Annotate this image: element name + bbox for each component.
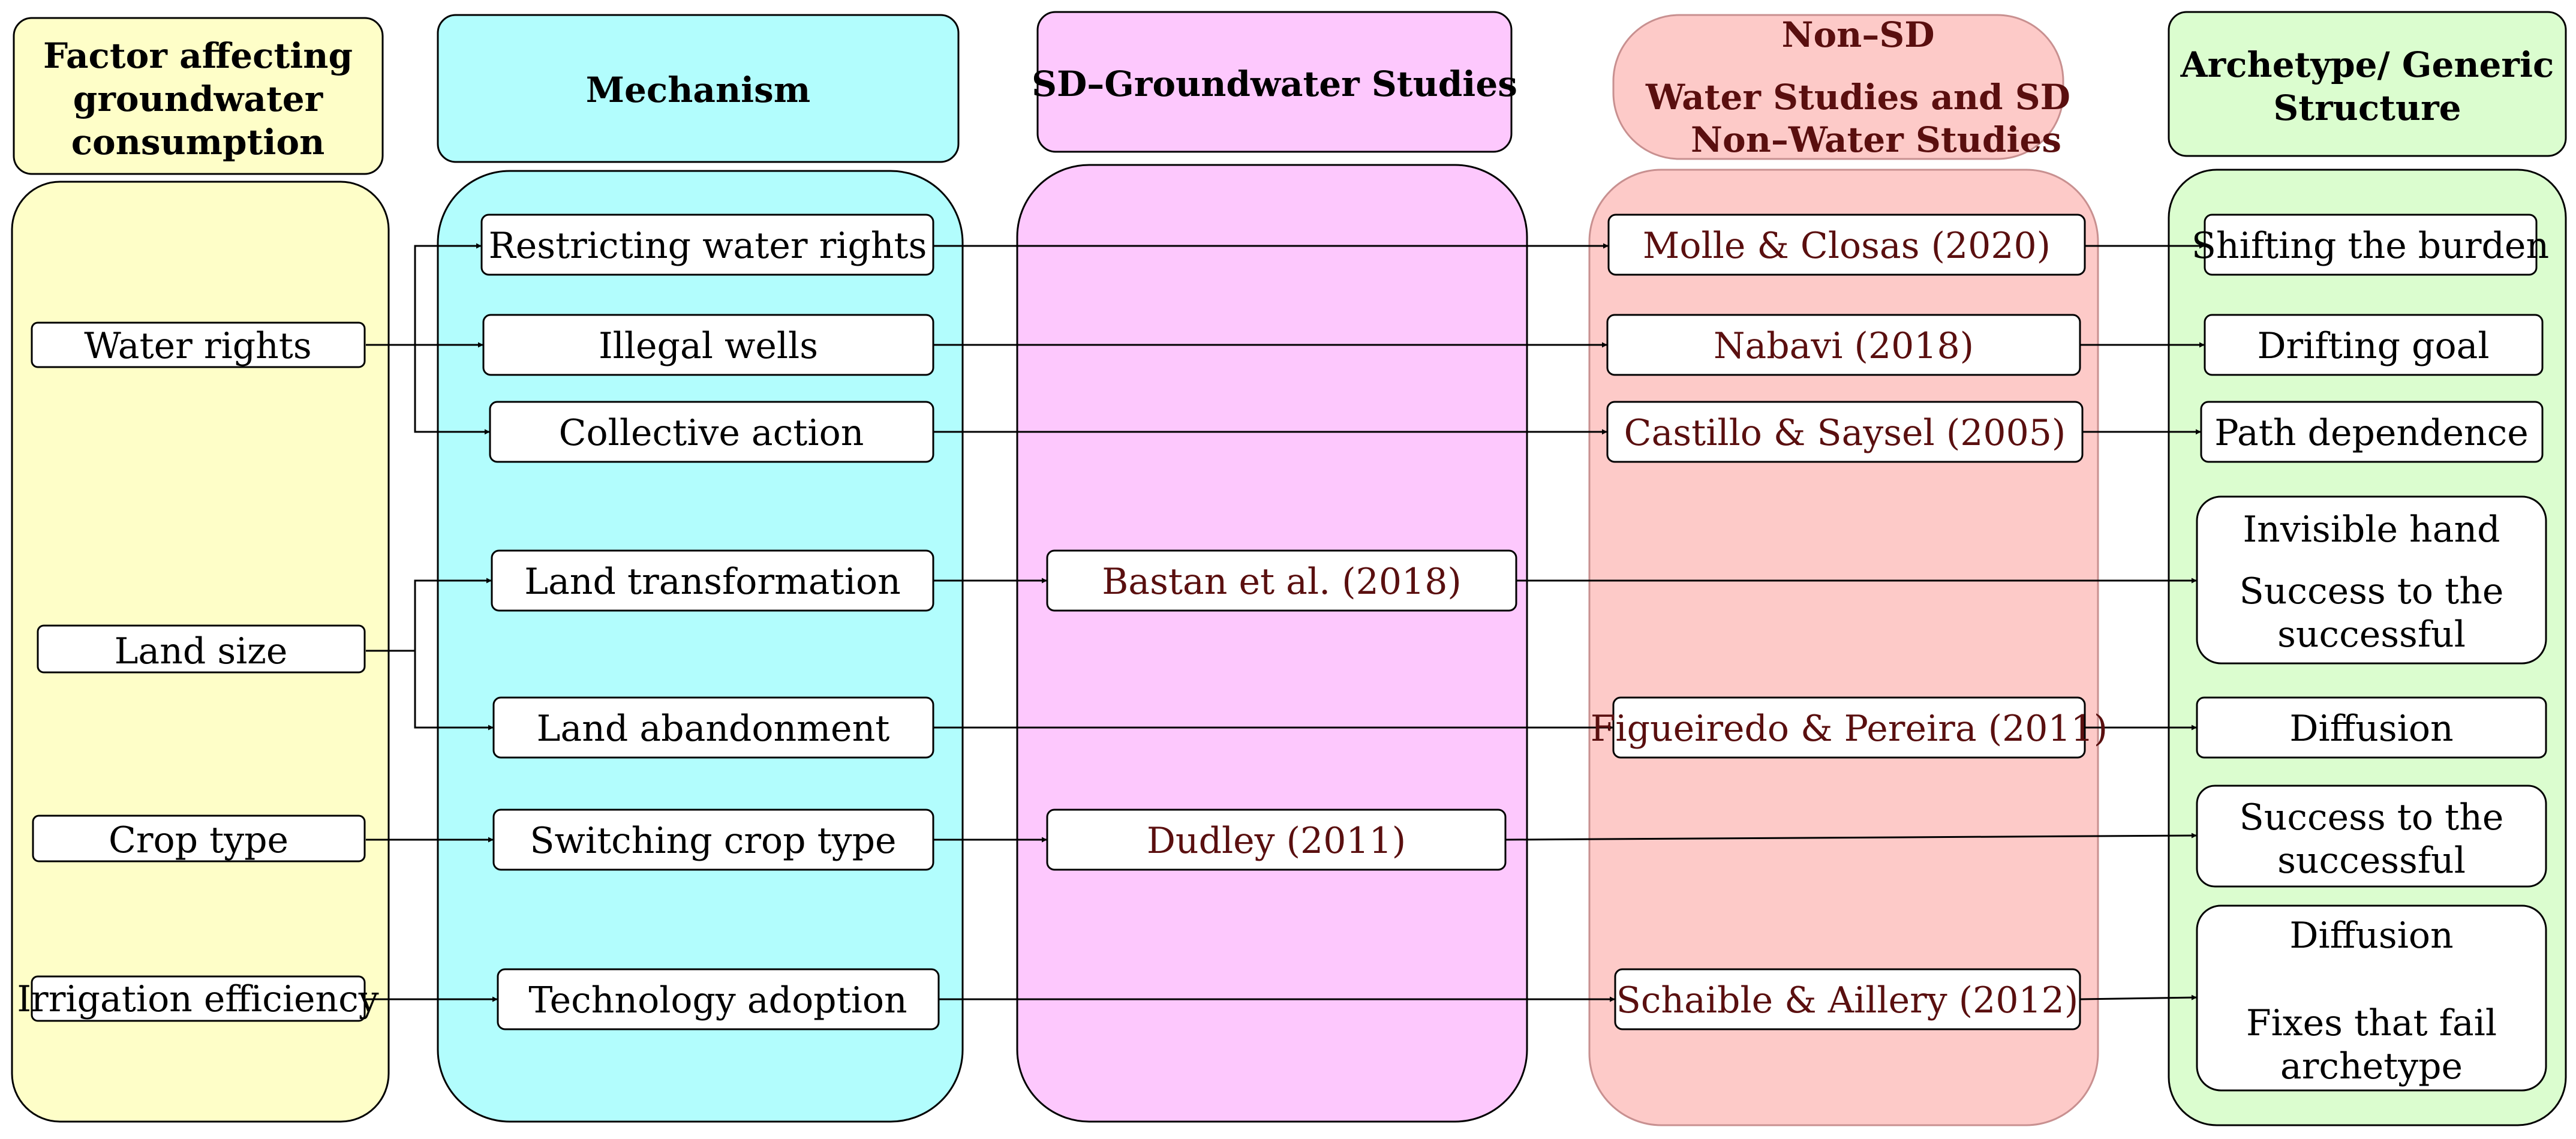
non-sd-study-node-nabavi: Nabavi (2018) [1606,314,2081,376]
mechanism-technology-label: Technology adoption [528,979,907,1021]
sd-groundwater-header: SD–Groundwater Studies [1032,64,1517,104]
archetype-node-success: Success to the successful [2196,785,2547,888]
archetype-diffusion-label: Diffusion [2289,708,2453,750]
non-sd-study-node-figueiredo: Figueiredo & Pereira (2011) [1591,696,2108,759]
non-sd-study-figueiredo-label: Figueiredo & Pereira (2011) [1591,708,2108,750]
mechanism-collective-label: Collective action [559,412,864,454]
archetype-node-diffusion: Diffusion [2196,696,2547,759]
archetype-fixes-line-4: archetype [2280,1045,2463,1087]
archetype-node-drifting: Drifting goal [2204,314,2544,376]
sd-groundwater-header-box [1036,11,1513,153]
non-sd-header-box [1612,14,2064,160]
archetype-header-line-2: Structure [2273,88,2461,128]
mechanism-node-land-transform: Land transformation [491,549,934,612]
factor-land-size-label: Land size [115,630,288,672]
mechanism-land-transform-label: Land transformation [524,561,900,603]
archetype-invisible-line-1: Invisible hand [2243,509,2500,551]
mechanism-switching-label: Switching crop type [530,820,896,862]
non-sd-study-castillo-label: Castillo & Saysel (2005) [1624,412,2066,454]
factor-header-box [13,17,384,175]
mechanism-header: Mechanism [586,70,810,110]
mechanism-node-restricting: Restricting water rights [480,214,934,276]
archetype-path-label: Path dependence [2214,412,2528,454]
factor-water-rights-label: Water rights [84,325,311,367]
factor-node-land-size: Land size [37,624,366,674]
non-sd-study-molle-label: Molle & Closas (2020) [1643,225,2051,267]
edge-schaible-fixes [2079,994,2198,1000]
mechanism-land-abandon-label: Land abandonment [537,708,890,750]
non-sd-study-node-molle: Molle & Closas (2020) [1607,214,2086,276]
factor-header-line-3: consumption [71,122,325,163]
archetype-drifting-label: Drifting goal [2257,325,2489,367]
non-sd-header-line-3: Non–Water Studies [1691,119,2061,160]
non-sd-study-nabavi-label: Nabavi (2018) [1714,325,1974,367]
archetype-invisible-line-3: successful [2277,614,2466,656]
archetype-invisible-line-2: Success to the [2240,570,2504,612]
non-sd-header-line-1: Non–SD [1781,14,1934,55]
archetype-node-fixes: Diffusion Fixes that fail archetype [2196,904,2547,1092]
mechanism-node-technology: Technology adoption [497,968,940,1030]
factor-node-crop-type: Crop type [32,815,366,862]
connectors [366,243,2205,1002]
archetype-success-line-1: Success to the [2240,797,2504,839]
archetype-success-line-2: successful [2277,840,2466,882]
sd-groundwater-column-panel [1016,164,1528,1123]
factor-node-irrigation: Irrigation efficiency [17,975,379,1022]
archetype-header-line-1: Archetype/ Generic [2180,44,2554,85]
archetype-node-shifting: Shifting the burden [2192,214,2549,276]
non-sd-study-schaible-label: Schaible & Aillery (2012) [1616,979,2079,1021]
mechanism-illegal-label: Illegal wells [599,325,818,367]
archetype-fixes-line-3: Fixes that fail [2246,1002,2497,1044]
non-sd-study-node-castillo: Castillo & Saysel (2005) [1606,401,2084,463]
mechanism-node-switching: Switching crop type [492,809,934,871]
factor-header-line-1: Factor affecting [43,35,353,76]
sd-study-dudley-label: Dudley (2011) [1147,820,1406,862]
mechanism-restricting-label: Restricting water rights [489,225,927,267]
mechanism-node-illegal: Illegal wells [482,314,934,376]
archetype-fixes-line-1: Diffusion [2289,915,2453,957]
edge-dudley-success [1505,833,2198,841]
sd-study-node-bastan: Bastan et al. (2018) [1046,549,1517,612]
mechanism-node-land-abandon: Land abandonment [492,696,934,759]
factor-crop-type-label: Crop type [109,819,288,861]
non-sd-header-line-2: Water Studies and SD [1645,77,2070,118]
mechanism-header-box [437,14,960,163]
factor-irrigation-label: Irrigation efficiency [17,978,378,1020]
archetype-node-path: Path dependence [2200,401,2544,463]
archetype-header-box [2168,11,2567,157]
archetype-shifting-label: Shifting the burden [2192,225,2549,267]
sd-study-node-dudley: Dudley (2011) [1046,809,1507,871]
edge-land-size-transformation [366,578,492,652]
non-sd-study-node-schaible: Schaible & Aillery (2012) [1614,968,2081,1030]
factor-header-line-2: groundwater [73,79,324,119]
edge-land-size-abandonment [414,651,494,731]
sd-study-bastan-label: Bastan et al. (2018) [1102,561,1462,603]
factor-node-water-rights: Water rights [31,321,366,368]
edge-water-rights-collective [414,345,490,435]
archetype-node-invisible: Invisible hand Success to the successful [2196,495,2547,665]
mechanism-node-collective: Collective action [489,401,934,463]
